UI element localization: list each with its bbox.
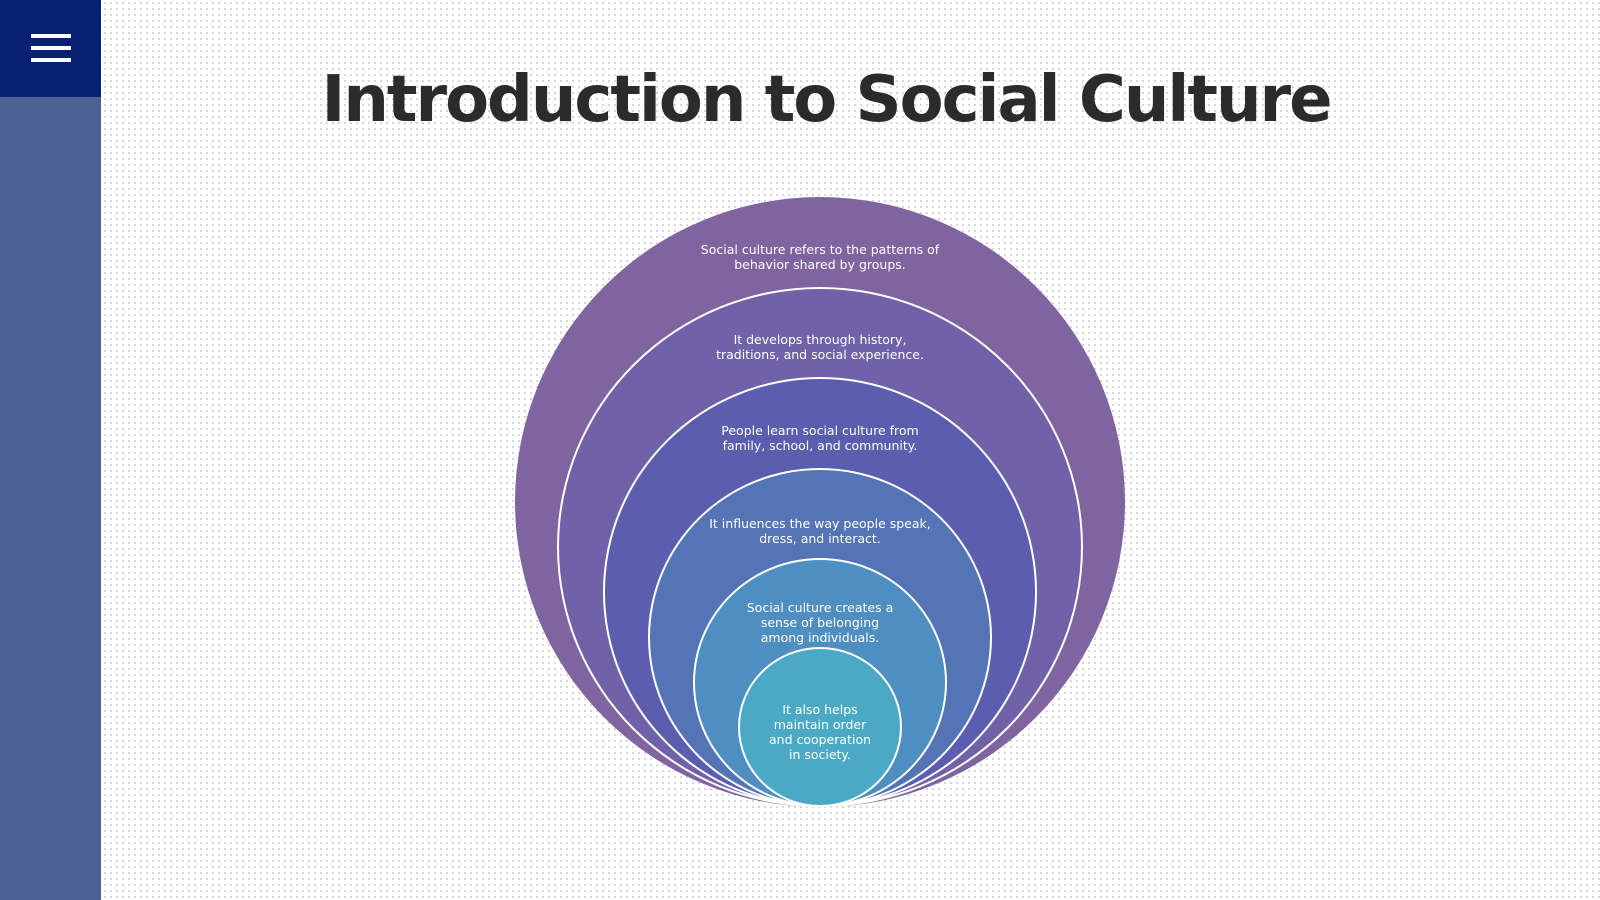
slide-title: Introduction to Social Culture <box>321 63 1333 137</box>
ring-6-text: It also helps maintain order and coopera… <box>768 702 872 762</box>
hamburger-menu-icon <box>31 34 71 62</box>
sidebar <box>0 0 101 900</box>
ring-6 <box>738 647 902 807</box>
ring-3-text: People learn social culture from family,… <box>721 423 919 453</box>
menu-button[interactable] <box>0 0 101 97</box>
ring-2-text: It develops through history, traditions,… <box>716 332 924 362</box>
ring-4-text: It influences the way people speak, dres… <box>709 516 931 546</box>
ring-5-text: Social culture creates a sense of belong… <box>746 600 894 645</box>
ring-1-text: Social culture refers to the patterns of… <box>700 242 940 272</box>
nested-circles-diagram: Social culture refers to the patterns of… <box>500 190 1140 820</box>
